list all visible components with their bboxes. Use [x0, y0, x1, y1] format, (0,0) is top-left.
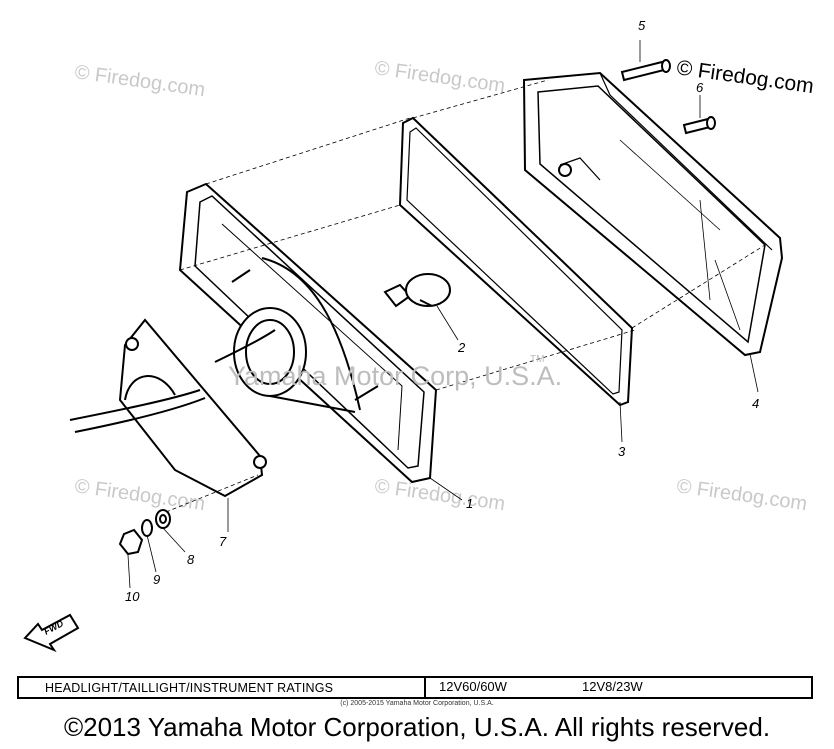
callout-9: 9	[153, 572, 160, 587]
watermark-mid-center: © Firedog.com	[373, 475, 506, 515]
part-2-bulb	[383, 273, 451, 308]
callout-4: 4	[752, 396, 759, 411]
part-9-lock-washer	[141, 519, 153, 537]
watermark-mid-right: © Firedog.com	[675, 475, 808, 515]
watermark-center-overlay: Yamaha Motor Corp, U.S.A.	[228, 361, 562, 391]
watermark-top-left: © Firedog.com	[73, 61, 206, 101]
copyright-notice: ©2013 Yamaha Motor Corporation, U.S.A. A…	[63, 712, 771, 742]
taillight-exploded-view: © Firedog.com © Firedog.com © Firedog.co…	[23, 18, 815, 653]
part-5-screw	[620, 59, 671, 82]
assembly-guide-lines	[165, 79, 766, 513]
part-8-washer	[155, 509, 171, 529]
ratings-divider	[424, 678, 426, 697]
wire-leads	[69, 329, 276, 433]
watermark-top-center: © Firedog.com	[373, 57, 506, 97]
part-4-lens-housing	[522, 71, 784, 357]
part-6-screw	[682, 116, 716, 135]
watermark-mid-left: © Firedog.com	[73, 475, 206, 515]
part-10-nut	[118, 528, 144, 556]
fwd-arrow-icon: FWD	[23, 613, 80, 653]
callout-8: 8	[187, 552, 195, 567]
ratings-label: HEADLIGHT/TAILLIGHT/INSTRUMENT RATINGS	[45, 681, 334, 695]
callout-2: 2	[457, 340, 466, 355]
ratings-value-headlight: 12V60/60W	[439, 679, 507, 694]
ratings-value-taillight: 12V8/23W	[582, 679, 643, 694]
part-7-cover	[118, 318, 267, 498]
leader-lines	[127, 40, 759, 589]
callout-10: 10	[125, 589, 140, 604]
callout-6: 6	[696, 80, 704, 95]
callout-3: 3	[618, 444, 626, 459]
callout-1: 1	[466, 496, 473, 511]
ratings-table: HEADLIGHT/TAILLIGHT/INSTRUMENT RATINGS 1…	[17, 676, 813, 699]
bulb-socket	[233, 257, 361, 413]
small-copyright: (c) 2005-2015 Yamaha Motor Corporation, …	[340, 700, 494, 707]
mounting-studs	[231, 269, 379, 401]
callout-5: 5	[638, 18, 646, 33]
callout-7: 7	[219, 534, 227, 549]
watermark-trademark: TM	[530, 354, 544, 365]
